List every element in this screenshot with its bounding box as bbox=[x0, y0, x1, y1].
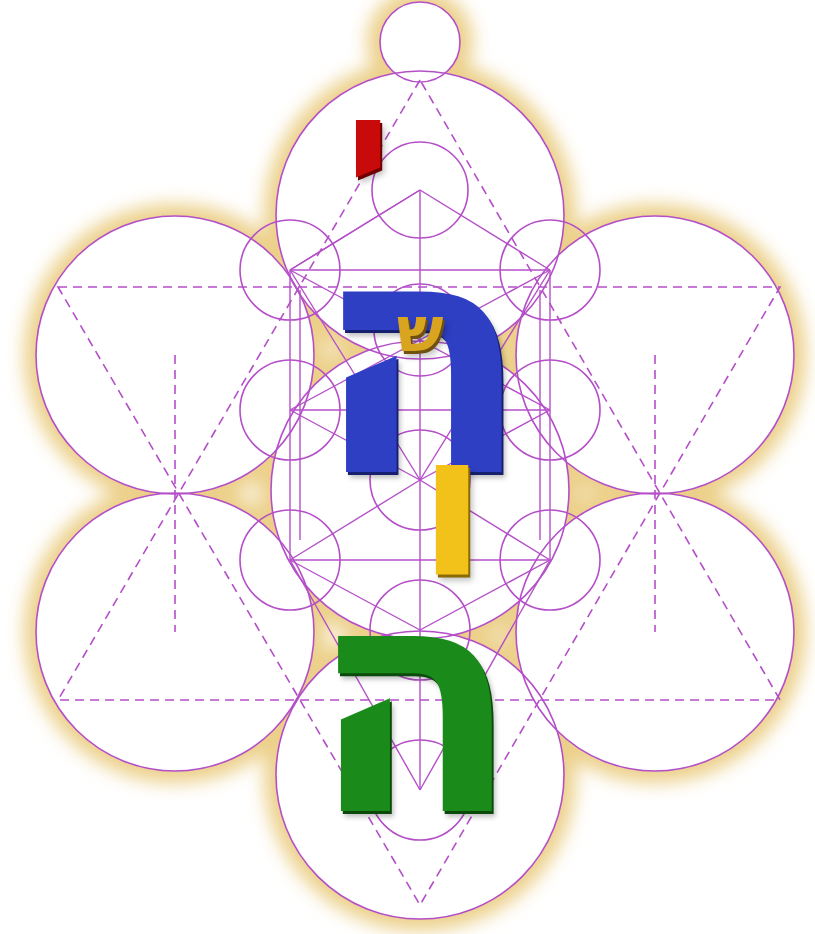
hexagram bbox=[58, 80, 780, 905]
golden-glow bbox=[35, 0, 795, 920]
hebrew-letter: ש bbox=[396, 299, 443, 361]
hebrew-letter: ה bbox=[311, 540, 520, 860]
flower-circles bbox=[36, 2, 794, 919]
white-ground bbox=[36, 2, 794, 919]
